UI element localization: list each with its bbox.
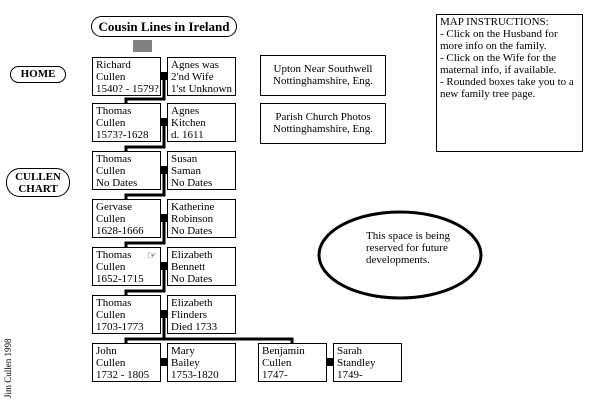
surname: Cullen: [96, 117, 126, 129]
dates: 1628-1666: [96, 225, 144, 237]
instruction-line: - Rounded boxes take you to a: [440, 76, 574, 88]
instruction-line: maternal info, if available.: [440, 64, 557, 76]
surname: Saman: [171, 165, 201, 177]
cullen-chart-line2: CHART: [18, 183, 58, 195]
instruction-line: new family tree page.: [440, 88, 536, 100]
surname: Flinders: [171, 309, 208, 321]
dates: 1573?-1628: [96, 129, 149, 141]
instructions-heading: MAP INSTRUCTIONS:: [440, 16, 549, 28]
name: Thomas: [96, 105, 132, 117]
reserved-line: This space is being: [366, 230, 451, 242]
name: Mary: [171, 345, 195, 357]
stack-icon: [133, 40, 152, 52]
name: Agnes was: [171, 59, 219, 71]
author-credit: Jim Cullen 1998: [3, 338, 13, 398]
dates: 1'st Unknown: [171, 83, 232, 95]
surname: Standley: [337, 357, 376, 369]
dates: 1749-: [337, 369, 363, 381]
dates: 1703-1773: [96, 321, 144, 333]
surname: Cullen: [96, 261, 126, 273]
dates: Died 1733: [171, 321, 218, 333]
map-instructions: MAP INSTRUCTIONS: - Click on the Husband…: [436, 14, 583, 152]
instruction-line: - Click on the Husband for: [440, 28, 558, 40]
name: Benjamin: [262, 345, 305, 357]
name: Elizabeth: [171, 297, 213, 309]
reserved-note: This space is being reserved for future …: [366, 230, 450, 266]
name: Gervase: [96, 201, 133, 213]
dates: 1652-1715: [96, 273, 144, 285]
home-button[interactable]: HOME: [10, 66, 66, 83]
dates: d. 1611: [171, 129, 204, 141]
cullen-chart-line1: CULLEN: [15, 171, 61, 183]
name: Thomas: [96, 153, 132, 165]
name: Sarah: [337, 345, 363, 357]
link-line2: Nottinghamshire, Eng.: [273, 75, 373, 87]
page-title[interactable]: Cousin Lines in Ireland: [91, 16, 237, 37]
instruction-line: - Click on the Wife for the: [440, 52, 557, 64]
name: Susan: [171, 153, 198, 165]
dates: 1732 - 1805: [96, 369, 150, 381]
surname: Cullen: [96, 213, 126, 225]
pointing-hand-icon: ☞: [147, 250, 157, 262]
cullen-chart-button[interactable]: CULLEN CHART: [6, 168, 70, 197]
surname: Kitchen: [171, 117, 206, 129]
dates: 1747-: [262, 369, 288, 381]
surname: Cullen: [96, 309, 126, 321]
name: Katherine: [171, 201, 215, 213]
name: Agnes: [171, 105, 200, 117]
dates: No Dates: [171, 177, 213, 189]
reserved-line: reserved for future: [366, 242, 448, 254]
dates: No Dates: [171, 273, 213, 285]
dates: 1753-1820: [171, 369, 219, 381]
surname: Bennett: [171, 261, 206, 273]
surname: Bailey: [171, 357, 200, 369]
surname: Cullen: [96, 71, 126, 83]
name: John: [96, 345, 117, 357]
name: Richard: [96, 59, 131, 71]
surname: Robinson: [171, 213, 214, 225]
dates: No Dates: [171, 225, 213, 237]
link-line1: Parish Church Photos: [275, 111, 371, 123]
link-line2: Nottinghamshire, Eng.: [273, 123, 373, 135]
surname: Cullen: [262, 357, 292, 369]
dates: 1540? - 1579?: [96, 83, 159, 95]
instruction-line: more info on the family.: [440, 40, 547, 52]
surname: Cullen: [96, 357, 126, 369]
surname: 2'nd Wife: [171, 71, 214, 83]
name: Thomas: [96, 249, 132, 261]
reserved-ellipse: [317, 210, 483, 300]
name: Thomas: [96, 297, 132, 309]
link-line1: Upton Near Southwell: [273, 63, 373, 75]
dates: No Dates: [96, 177, 138, 189]
surname: Cullen: [96, 165, 126, 177]
reserved-line: developments.: [366, 254, 430, 266]
name: Elizabeth: [171, 249, 213, 261]
